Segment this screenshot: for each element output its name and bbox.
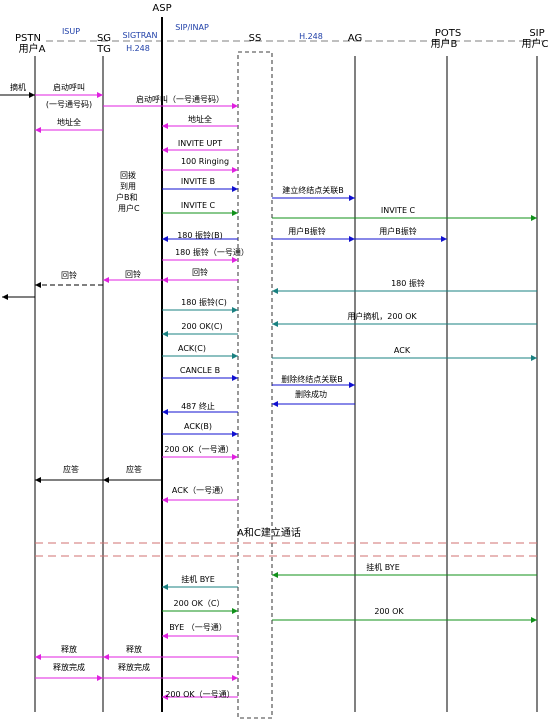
message-label: ACK(B) <box>184 422 212 431</box>
sigtran-label: SIGTRAN <box>123 31 158 40</box>
user-a-label: 用户A <box>19 42 46 55</box>
message-label: 回铃 <box>125 269 141 279</box>
isup-label: ISUP <box>62 27 80 36</box>
message-label: 180 振铃(C) <box>181 297 227 307</box>
message-label: 200 OK(C) <box>181 322 222 331</box>
h248-right-label: H.248 <box>299 32 323 41</box>
message-label: 启动呼叫（一号通号码） <box>136 94 224 104</box>
parallel-ring-note-1: 回拨 <box>120 170 136 180</box>
asp-label: ASP <box>152 3 171 14</box>
message-label: 释放 <box>126 644 142 654</box>
message-label: INVITE C <box>381 206 416 215</box>
ss-label: SS <box>249 33 262 44</box>
message-label: 释放 <box>61 644 77 654</box>
parallel-ring-note-4: 用户C <box>118 203 140 213</box>
message-label: 启动呼叫 <box>53 82 85 92</box>
message-label: (一号通号码) <box>46 99 92 109</box>
pstn-label: PSTN <box>15 33 41 44</box>
pots-label: POTS <box>435 28 461 39</box>
message-label: 应答 <box>63 464 79 474</box>
sg-label: SG <box>97 33 111 44</box>
message-label: 建立终结点关联B <box>282 185 344 195</box>
user-c-label: 用户C <box>522 37 549 50</box>
message-label: 200 OK（一号通） <box>165 689 234 699</box>
message-label: INVITE C <box>181 201 216 210</box>
message-label: 180 振铃 <box>391 278 425 288</box>
message-label: 用户B振铃 <box>288 226 326 236</box>
h248-left-label: H.248 <box>126 44 150 53</box>
message-label: 地址全 <box>57 117 81 127</box>
message-label: ACK <box>394 346 411 355</box>
message-layer: 摘机 启动呼叫 (一号通号码) 启动呼叫（一号通号码） 地址全 地址全 INVITE UPT… <box>0 82 537 700</box>
message-label: 200 OK（C） <box>174 599 225 608</box>
message-label: 删除终结点关联B <box>281 374 343 384</box>
message-label: 180 振铃（一号通） <box>175 247 249 257</box>
message-label: INVITE B <box>181 177 215 186</box>
message-label: 摘机 <box>10 82 26 92</box>
parallel-ring-note-3: 户B和 <box>116 192 138 202</box>
message-label: BYE （一号通） <box>169 622 227 632</box>
message-label: 200 OK <box>374 607 404 616</box>
lifeline-ss <box>237 51 273 719</box>
tg-label: TG <box>96 44 111 55</box>
message-label: 删除成功 <box>295 389 327 399</box>
sip-label: SIP <box>529 28 544 39</box>
message-label: ACK（一号通） <box>172 485 228 495</box>
message-label: 挂机 BYE <box>181 574 215 584</box>
message-label: 释放完成 <box>118 662 150 672</box>
call-established-note: A和C建立通话 <box>237 526 301 539</box>
message-label: 用户B振铃 <box>379 226 417 236</box>
ag-label: AG <box>348 33 362 44</box>
message-label: 回铃 <box>192 267 208 277</box>
parallel-ring-note-2: 到用 <box>120 182 136 191</box>
message-label: 180 振铃(B) <box>177 230 223 240</box>
message-label: 应答 <box>126 464 142 474</box>
message-label: CANCLE B <box>180 366 220 375</box>
message-label: 地址全 <box>188 114 212 124</box>
message-label: 释放完成 <box>53 662 85 672</box>
sip-inap-label: SIP/INAP <box>175 23 209 32</box>
message-label: 487 终止 <box>181 401 215 411</box>
message-label: 回铃 <box>61 270 77 280</box>
message-label: 挂机 BYE <box>366 562 400 572</box>
message-label: ACK(C) <box>178 344 206 353</box>
message-label: INVITE UPT <box>178 139 222 148</box>
message-label: 200 OK（一号通） <box>164 444 233 454</box>
message-label: 100 Ringing <box>181 157 229 166</box>
user-b-label: 用户B <box>431 37 458 50</box>
message-label: 用户摘机，200 OK <box>347 311 417 321</box>
